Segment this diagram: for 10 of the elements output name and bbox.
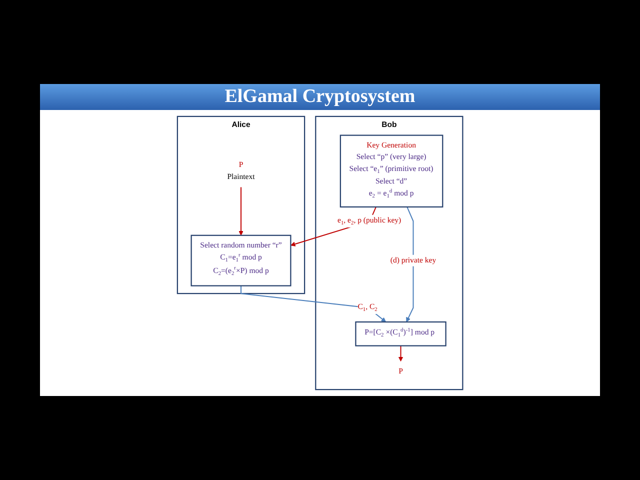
title-banner: ElGamal Cryptosystem bbox=[40, 84, 600, 110]
cluster bbox=[176, 116, 306, 294]
arrow bbox=[398, 345, 404, 362]
node-box bbox=[190, 234, 292, 286]
node-box bbox=[355, 321, 446, 346]
arrow bbox=[238, 186, 244, 236]
arrow bbox=[240, 285, 386, 322]
node-box bbox=[340, 134, 444, 208]
arrow bbox=[406, 206, 414, 322]
cluster bbox=[315, 116, 464, 390]
